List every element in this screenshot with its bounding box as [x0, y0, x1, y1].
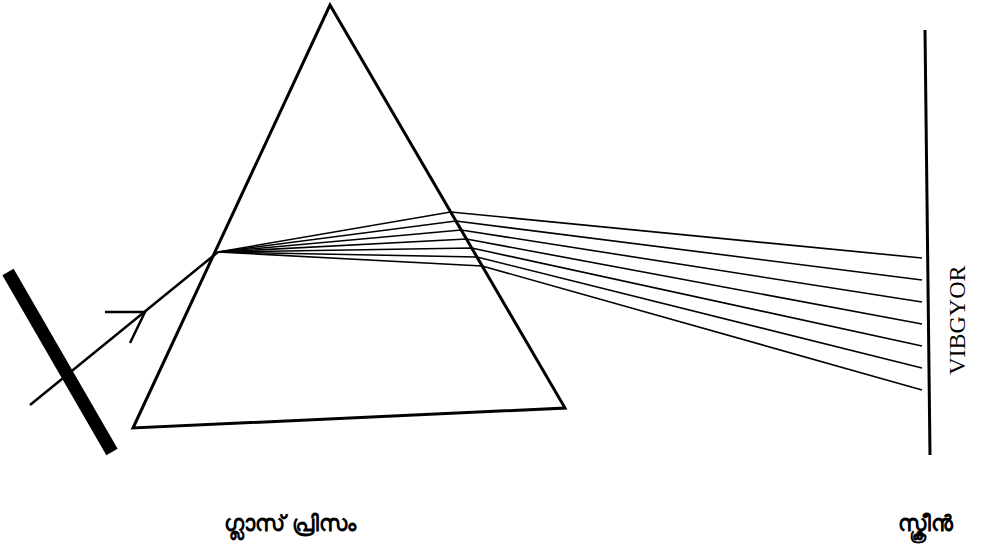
spectrum-label: VIBGYOR	[945, 265, 971, 374]
light-ray	[218, 252, 922, 390]
light-ray	[218, 248, 922, 346]
light-ray	[218, 239, 922, 324]
prism-label: ഗ്ലാസ് പ്രിസം	[224, 512, 357, 536]
screen-label: സ്ക്രീൻ	[898, 512, 953, 536]
dispersed-rays	[218, 212, 922, 390]
slit-plate	[8, 272, 112, 452]
screen	[925, 30, 930, 455]
ray-arrowhead	[105, 312, 145, 343]
incident-ray	[30, 252, 218, 405]
light-ray	[218, 252, 922, 368]
